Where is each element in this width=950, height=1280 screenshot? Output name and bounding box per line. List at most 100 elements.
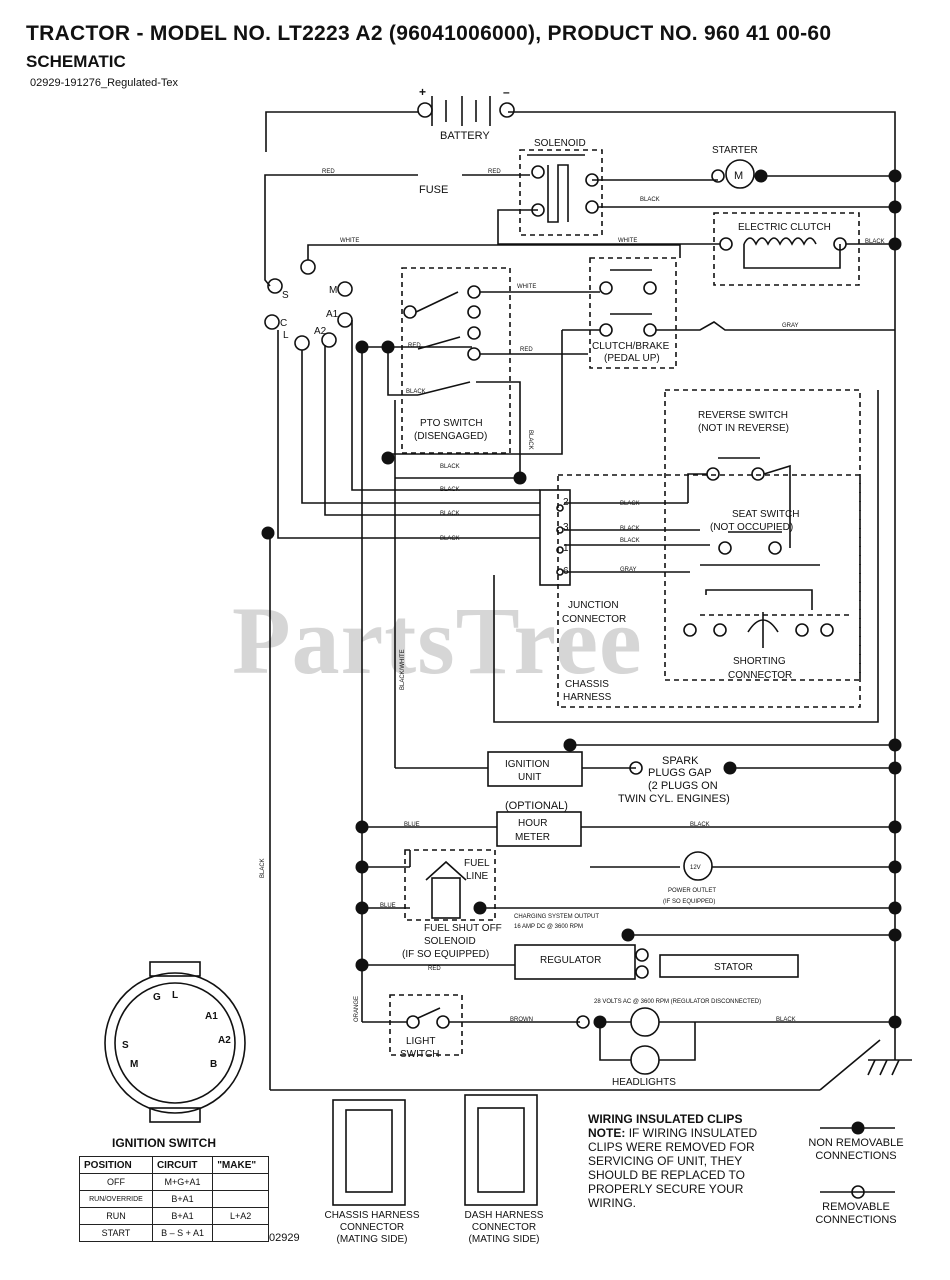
wire-label-black-vertical: BLACK bbox=[260, 858, 266, 878]
seat-switch-state: (NOT OCCUPIED) bbox=[710, 522, 793, 533]
ignition-unit-label-2: UNIT bbox=[518, 772, 541, 783]
ignition-face-g: G bbox=[153, 992, 161, 1003]
table-row: RUN B+A1 L+A2 bbox=[79, 1207, 269, 1225]
fuel-solenoid-label-2: SOLENOID bbox=[424, 936, 476, 947]
starter-label: STARTER bbox=[712, 145, 758, 156]
seat-switch-label: SEAT SWITCH bbox=[732, 509, 799, 520]
pto-switch-label: PTO SWITCH bbox=[420, 418, 483, 429]
wiring-clips-note: WIRING INSULATED CLIPS NOTE: IF WIRING I… bbox=[588, 1112, 758, 1210]
wire-label-red: RED bbox=[408, 343, 421, 349]
spark-plug-gap-label: PLUGS GAP bbox=[648, 767, 712, 779]
wire-label-white: WHITE bbox=[517, 284, 536, 290]
legend-removable: REMOVABLE CONNECTIONS bbox=[815, 1201, 897, 1226]
battery-negative-label: – bbox=[503, 85, 510, 99]
col-make: "MAKE" bbox=[212, 1156, 269, 1174]
pto-switch-state: (DISENGAGED) bbox=[414, 431, 487, 442]
ignition-switch-caption: IGNITION SWITCH bbox=[112, 1136, 216, 1150]
spark-plug-count-label: (2 PLUGS ON bbox=[648, 780, 718, 792]
fuel-solenoid-label: FUEL SHUT OFF bbox=[424, 923, 502, 934]
wire-label-red: RED bbox=[520, 347, 533, 353]
ignition-face-s: S bbox=[122, 1040, 129, 1051]
ignition-switch-table: POSITION CIRCUIT "MAKE" OFF M+G+A1 RUN/O… bbox=[79, 1156, 269, 1242]
wire-label-black: BLACK bbox=[440, 487, 460, 493]
shorting-connector-label-2: CONNECTOR bbox=[728, 670, 792, 681]
ignition-unit-label: IGNITION bbox=[505, 759, 549, 770]
wire-label-black: BLACK bbox=[640, 197, 660, 203]
wire-label-black-white: BLACK/WHITE bbox=[400, 649, 406, 690]
reverse-switch-label: REVERSE SWITCH bbox=[698, 410, 788, 421]
stator-label: STATOR bbox=[714, 962, 753, 973]
wire-label-black: BLACK bbox=[690, 822, 710, 828]
ignition-face-m: M bbox=[130, 1059, 138, 1070]
fuse-label: FUSE bbox=[419, 184, 448, 196]
junction-pin-3: 3 bbox=[563, 522, 569, 533]
ignition-terminal-s: S bbox=[282, 290, 289, 301]
wire-label-brown: BROWN bbox=[510, 1017, 533, 1023]
ignition-face-l: L bbox=[172, 990, 178, 1001]
power-outlet-voltage: 12V bbox=[690, 865, 701, 871]
regulator-label: REGULATOR bbox=[540, 955, 601, 966]
clutch-brake-state: (PEDAL UP) bbox=[604, 353, 660, 364]
ignition-face-a2: A2 bbox=[218, 1035, 231, 1046]
light-switch-label: LIGHT bbox=[406, 1036, 435, 1047]
junction-pin-1: 1 bbox=[563, 543, 569, 554]
drawing-code: 02929-191276_Regulated-Tex bbox=[30, 77, 179, 89]
ignition-terminal-a1: A1 bbox=[326, 309, 339, 320]
wire-label-gray: GRAY bbox=[782, 323, 799, 329]
spark-plug-label: SPARK bbox=[662, 755, 699, 767]
wire-label-orange: ORANGE bbox=[354, 996, 360, 1022]
optional-label: (OPTIONAL) bbox=[505, 800, 568, 812]
non-removable-connection-dots bbox=[261, 169, 902, 1135]
wire-label-black: BLACK bbox=[620, 526, 640, 532]
electric-clutch-label: ELECTRIC CLUTCH bbox=[738, 222, 831, 233]
wire-label-black: BLACK bbox=[776, 1017, 796, 1023]
ignition-terminal-m: M bbox=[329, 285, 337, 296]
legend-non-removable: NON REMOVABLE CONNECTIONS bbox=[808, 1137, 904, 1162]
power-outlet-label: POWER OUTLET bbox=[668, 888, 716, 894]
hour-meter-label: HOUR bbox=[518, 818, 547, 829]
wire-label-black-vertical: BLACK bbox=[527, 430, 533, 450]
figure-number: 02929 bbox=[269, 1232, 300, 1244]
stator-voltage-label: 28 VOLTS AC @ 3600 RPM (REGULATOR DISCON… bbox=[594, 999, 761, 1005]
wire-label-black: BLACK bbox=[440, 536, 460, 542]
ignition-terminal-a2: A2 bbox=[314, 326, 327, 337]
wire-label-black: BLACK bbox=[865, 239, 885, 245]
light-switch-label-2: SWITCH bbox=[400, 1049, 439, 1060]
spark-plug-engine-label: TWIN CYL. ENGINES) bbox=[618, 793, 730, 805]
chassis-harness-label: CHASSIS bbox=[565, 679, 609, 690]
clutch-brake-label: CLUTCH/BRAKE bbox=[592, 341, 670, 352]
wire-label-blue: BLUE bbox=[404, 822, 420, 828]
col-position: POSITION bbox=[79, 1156, 153, 1174]
page-title: TRACTOR - MODEL NO. LT2223 A2 (960410060… bbox=[26, 22, 832, 45]
wire-label-red: RED bbox=[322, 169, 335, 175]
dash-connector-caption: DASH HARNESS CONNECTOR (MATING SIDE) bbox=[464, 1210, 544, 1245]
wire-label-red: RED bbox=[428, 966, 441, 972]
wire-label-white: WHITE bbox=[340, 238, 359, 244]
battery-positive-label: + bbox=[419, 85, 426, 99]
ignition-face-b: B bbox=[210, 1059, 217, 1070]
ignition-face-a1: A1 bbox=[205, 1011, 218, 1022]
junction-pin-2: 2 bbox=[563, 497, 569, 508]
wire-label-red: RED bbox=[488, 169, 501, 175]
starter-motor-symbol: M bbox=[734, 170, 743, 182]
wire-label-gray: GRAY bbox=[620, 567, 637, 573]
headlights-label: HEADLIGHTS bbox=[612, 1077, 676, 1088]
shorting-connector-label: SHORTING bbox=[733, 656, 786, 667]
chassis-harness-label-2: HARNESS bbox=[563, 692, 612, 703]
fuel-solenoid-state: (IF SO EQUIPPED) bbox=[402, 949, 489, 960]
wire-label-black: BLACK bbox=[620, 501, 640, 507]
table-row: START B – S + A1 bbox=[79, 1224, 269, 1242]
power-outlet-state: (IF SO EQUIPPED) bbox=[663, 899, 715, 905]
solenoid-label: SOLENOID bbox=[534, 138, 586, 149]
col-circuit: CIRCUIT bbox=[151, 1156, 214, 1174]
charging-output-value: 16 AMP DC @ 3600 RPM bbox=[514, 924, 583, 930]
wire-label-black: BLACK bbox=[406, 389, 426, 395]
wire-label-black: BLACK bbox=[440, 464, 460, 470]
junction-connector-label: JUNCTION bbox=[568, 600, 619, 611]
watermark: PartsTree bbox=[232, 587, 643, 694]
fuel-line-label: FUEL bbox=[464, 858, 490, 869]
wire-label-black: BLACK bbox=[440, 511, 460, 517]
wire-label-white: WHITE bbox=[618, 238, 637, 244]
wire-label-black: BLACK bbox=[620, 538, 640, 544]
